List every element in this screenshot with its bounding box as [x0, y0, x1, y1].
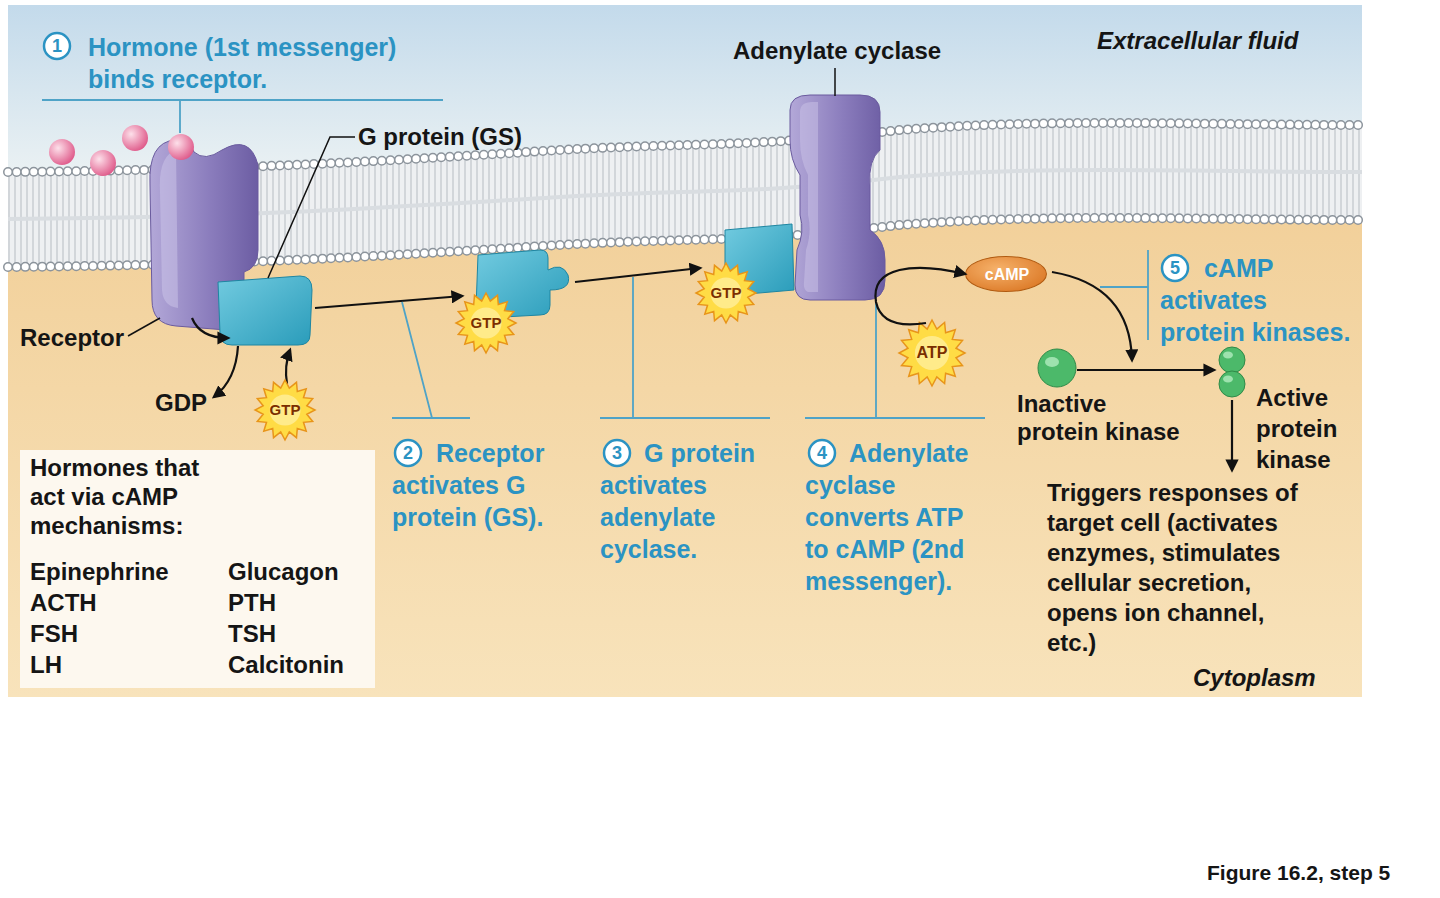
cytoplasm-area: [8, 5, 1362, 697]
step-text: Receptor activates G protein (GS).: [392, 437, 567, 533]
gtp-burst: GTP: [695, 262, 757, 324]
callout-circle: [44, 33, 70, 59]
hormone-name: LH: [30, 650, 62, 679]
step-text: Adenylate cyclase converts ATP to cAMP (…: [805, 437, 990, 597]
region-label: Cytoplasm: [1193, 663, 1316, 693]
callout-circle: [604, 440, 630, 466]
part-label: Receptor: [20, 323, 124, 353]
list-heading: Hormones that act via cAMP mechanisms:: [30, 453, 230, 540]
flow-arrow: [1052, 272, 1132, 360]
flow-arrow: [315, 296, 462, 308]
leader-line: [128, 318, 160, 336]
callout-circle: [395, 440, 421, 466]
starburst: [696, 263, 756, 323]
gtp-burst: GTP: [254, 379, 316, 441]
step-text: Hormone (1st messenger) binds receptor.: [88, 31, 428, 95]
callout-circle: [1162, 255, 1188, 281]
part-label: G protein (GS): [358, 122, 522, 152]
hormone-molecule: [168, 134, 194, 160]
flow-connector: [875, 268, 965, 324]
protein-highlight: [160, 150, 178, 308]
kinase-ball: [1038, 349, 1076, 387]
shape-outline: [1037, 348, 1077, 388]
step-text: cAMP activates protein kinases.: [1160, 252, 1355, 348]
inactive-kinase: Inactive protein kinase: [1037, 348, 1077, 388]
hormone-molecule: [49, 139, 75, 165]
hormone-list-box: Hormones that act via cAMP mechanisms: Ep…: [20, 450, 375, 688]
callout-circle: [809, 440, 835, 466]
hormone-molecule: [122, 125, 148, 151]
starburst: [255, 380, 315, 440]
flow-arrow: [286, 350, 290, 384]
molecule-label: GTP: [254, 379, 316, 441]
step-leader: [392, 302, 470, 418]
starburst: [456, 293, 516, 353]
hormone-name: TSH: [228, 619, 276, 648]
molecule-label: GTP: [455, 292, 517, 354]
adenylate-cyclase: [790, 95, 885, 300]
atp-burst: ATP: [898, 319, 966, 387]
shape-outline: [1214, 346, 1250, 398]
gtp-burst: GTP: [455, 292, 517, 354]
step-text: G protein activates adenylate cyclase.: [600, 437, 780, 565]
callout-number: 1: [44, 33, 70, 59]
kinase-highlight: [1223, 376, 1233, 383]
hormone-name: ACTH: [30, 588, 97, 617]
part-label: Inactive protein kinase: [1017, 390, 1187, 446]
molecule-label: cAMP: [966, 257, 1048, 293]
kinase-ball: [1219, 347, 1245, 373]
region-label: Extracellular fluid: [1097, 26, 1298, 56]
kinase-highlight: [1223, 352, 1233, 359]
figure-number: Figure 16.2, step 5: [1207, 860, 1390, 886]
camp-molecule: cAMP: [965, 256, 1047, 292]
part-label: Active protein kinase: [1256, 382, 1366, 475]
flow-connector: [1077, 369, 1214, 371]
hormone-name: Glucagon: [228, 557, 339, 586]
hormone-name: PTH: [228, 588, 276, 617]
response-note: Triggers responses of target cell (activ…: [1047, 478, 1312, 658]
leader-line: [268, 137, 355, 278]
step-leader: [805, 302, 985, 418]
flow-arrow: [192, 318, 228, 338]
kinase-ball: [1219, 371, 1245, 397]
callout-number: 3: [604, 440, 630, 466]
molecule-label: GDP: [155, 388, 207, 418]
flow-arrow: [575, 268, 700, 282]
part-label: Adenylate cyclase: [733, 36, 941, 66]
active-kinase: Active protein kinase: [1214, 346, 1250, 398]
kinase-highlight: [1045, 357, 1059, 367]
molecule-label: GTP: [695, 262, 757, 324]
step-leader: [1100, 250, 1148, 340]
starburst: [899, 320, 965, 386]
protein-highlight: [800, 102, 818, 292]
hormone-name: Epinephrine: [30, 557, 169, 586]
molecule-label: ATP: [898, 319, 966, 387]
hormone-name: Calcitonin: [228, 650, 344, 679]
hormone-molecule: [90, 150, 116, 176]
callout-number: 2: [395, 440, 421, 466]
callout-number: 5: [1162, 255, 1188, 281]
hormone-name: FSH: [30, 619, 78, 648]
flow-arrow: [1231, 400, 1233, 470]
flow-arrow: [214, 346, 238, 397]
leader-line: [834, 68, 836, 96]
g-protein: [218, 276, 312, 345]
callout-number: 4: [809, 440, 835, 466]
